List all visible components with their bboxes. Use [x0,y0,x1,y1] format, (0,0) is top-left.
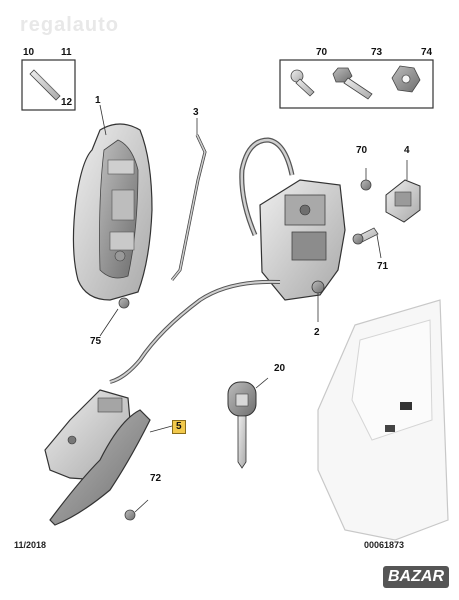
footer-reference: 00061873 [364,540,405,550]
marketplace-badge: BAZAR [383,566,449,588]
short-screw-icon [290,69,315,97]
hex-bolt-icon [332,67,373,100]
hex-nut-icon [391,65,421,93]
callout-5-highlighted: 5 [172,420,186,434]
label-11: 11 [61,47,72,58]
label-10: 10 [23,47,35,58]
label-73: 73 [371,47,383,58]
callout-2: 2 [314,327,320,338]
pin-part-icon [29,69,61,101]
label-12: 12 [61,97,73,108]
interior-handle-part [44,389,151,526]
screw-70-part [360,168,372,191]
door-lock-part [109,137,346,384]
door-silhouette [317,299,449,541]
parts-box-fasteners [279,59,434,109]
watermark-text: regalauto [20,14,120,36]
callout-1: 1 [95,95,101,106]
callout-20: 20 [274,363,286,374]
screw-75-part [118,297,130,309]
actuating-rod-part [170,134,207,281]
callout-72: 72 [150,473,162,484]
label-74: 74 [421,47,433,58]
screw-71-part [352,227,382,259]
callout-71: 71 [377,261,389,272]
screw-72-part [124,499,149,521]
key-part [227,377,269,469]
exterior-handle-part [72,123,153,301]
footer-date: 11/2018 [14,540,47,550]
label-70-box: 70 [316,47,328,58]
striker-bracket-part [385,160,421,223]
callout-4: 4 [404,145,410,156]
callout-75: 75 [90,336,102,347]
leader-lines [99,104,319,433]
door-lock-icon [400,402,412,410]
parts-box-pins [21,59,76,111]
callout-3: 3 [193,107,199,118]
callout-70: 70 [356,145,368,156]
